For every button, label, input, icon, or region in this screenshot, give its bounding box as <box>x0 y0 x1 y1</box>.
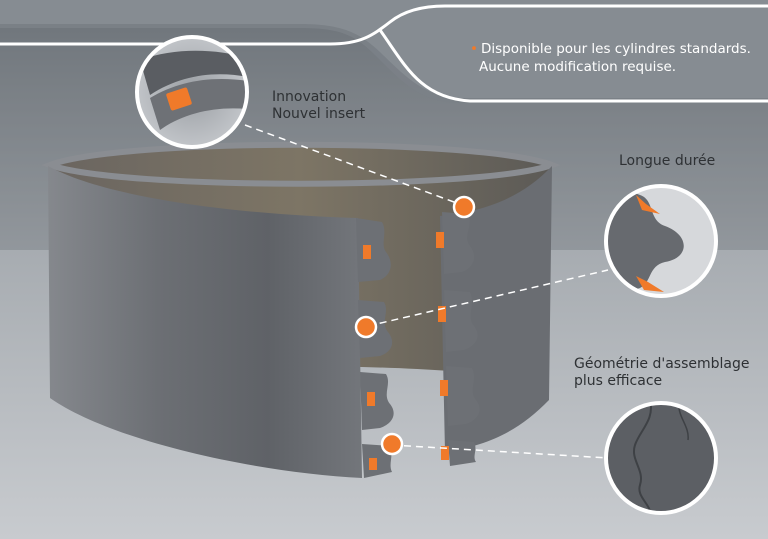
availability-line-2: Aucune modification requise. <box>479 59 677 75</box>
leader-lines <box>244 124 609 459</box>
caption-longue-duree: Longue durée <box>619 153 715 169</box>
caption-geometrie-line-1: Géométrie d'assemblage <box>574 356 750 372</box>
sleeve-outer-wall <box>48 166 362 478</box>
availability-note: •Disponible pour les cylindres standards… <box>470 40 751 76</box>
zoom-circle-insert <box>135 35 249 149</box>
bullet-icon: • <box>470 41 478 57</box>
caption-innovation: Innovation Nouvel insert <box>272 89 365 123</box>
caption-innovation-line-1: Innovation <box>272 89 347 105</box>
caption-geometrie-line-2: plus efficace <box>574 373 663 389</box>
caption-innovation-line-2: Nouvel insert <box>272 106 366 122</box>
marker-dots <box>354 195 476 456</box>
zoom-circle-geometry <box>604 401 718 515</box>
availability-line-1: •Disponible pour les cylindres standards… <box>470 41 751 57</box>
caption-longue-duree-line-1: Longue durée <box>619 153 716 169</box>
zoom-circle-longevity <box>604 184 718 298</box>
caption-geometrie: Géométrie d'assemblage plus efficace <box>574 356 750 390</box>
